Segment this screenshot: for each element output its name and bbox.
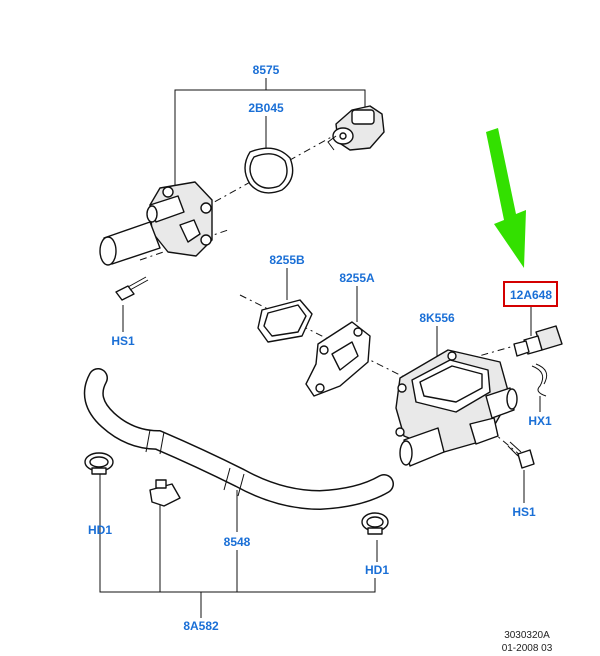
hose-clamp-left: [84, 452, 114, 475]
label-8255b: 8255B: [269, 253, 305, 267]
date-code: 01-2008 03: [502, 643, 553, 654]
coolant-housing: [395, 349, 518, 467]
bolt-right: [507, 441, 535, 469]
label-8k556: 8K556: [419, 311, 455, 325]
label-2b045: 2B045: [248, 101, 284, 115]
thermostat-housing: [99, 181, 213, 266]
label-hs1-right: HS1: [512, 505, 536, 519]
label-hd1-right: HD1: [365, 563, 389, 577]
leader-lines: [99, 78, 541, 618]
gasket-plate-8255a: [305, 321, 371, 397]
part-labels: 8575 2B045 8255B 8255A 8K556 12A648 HS1 …: [88, 63, 552, 633]
hose-clamp-right: [361, 512, 389, 535]
temperature-sensor: [513, 325, 563, 357]
label-8255a: 8255A: [339, 271, 375, 285]
coolant-hose: [83, 368, 394, 511]
bolt-left: [115, 276, 149, 301]
part-highlight-box: [503, 281, 558, 307]
label-12a648: 12A648: [510, 288, 552, 302]
label-hd1-left: HD1: [88, 523, 112, 537]
thermostat: [327, 105, 385, 151]
hose-clamp-middle: [149, 479, 181, 507]
label-hx1: HX1: [528, 414, 552, 428]
label-8575: 8575: [253, 63, 280, 77]
retaining-clip: [531, 363, 548, 397]
green-arrow-icon: [486, 128, 526, 268]
label-hs1-left: HS1: [111, 334, 135, 348]
label-8548: 8548: [224, 535, 251, 549]
drawing-number: 3030320A: [504, 630, 550, 641]
gasket-ring: [244, 147, 294, 194]
label-8a582: 8A582: [183, 619, 219, 633]
gasket-8255b: [257, 299, 313, 343]
